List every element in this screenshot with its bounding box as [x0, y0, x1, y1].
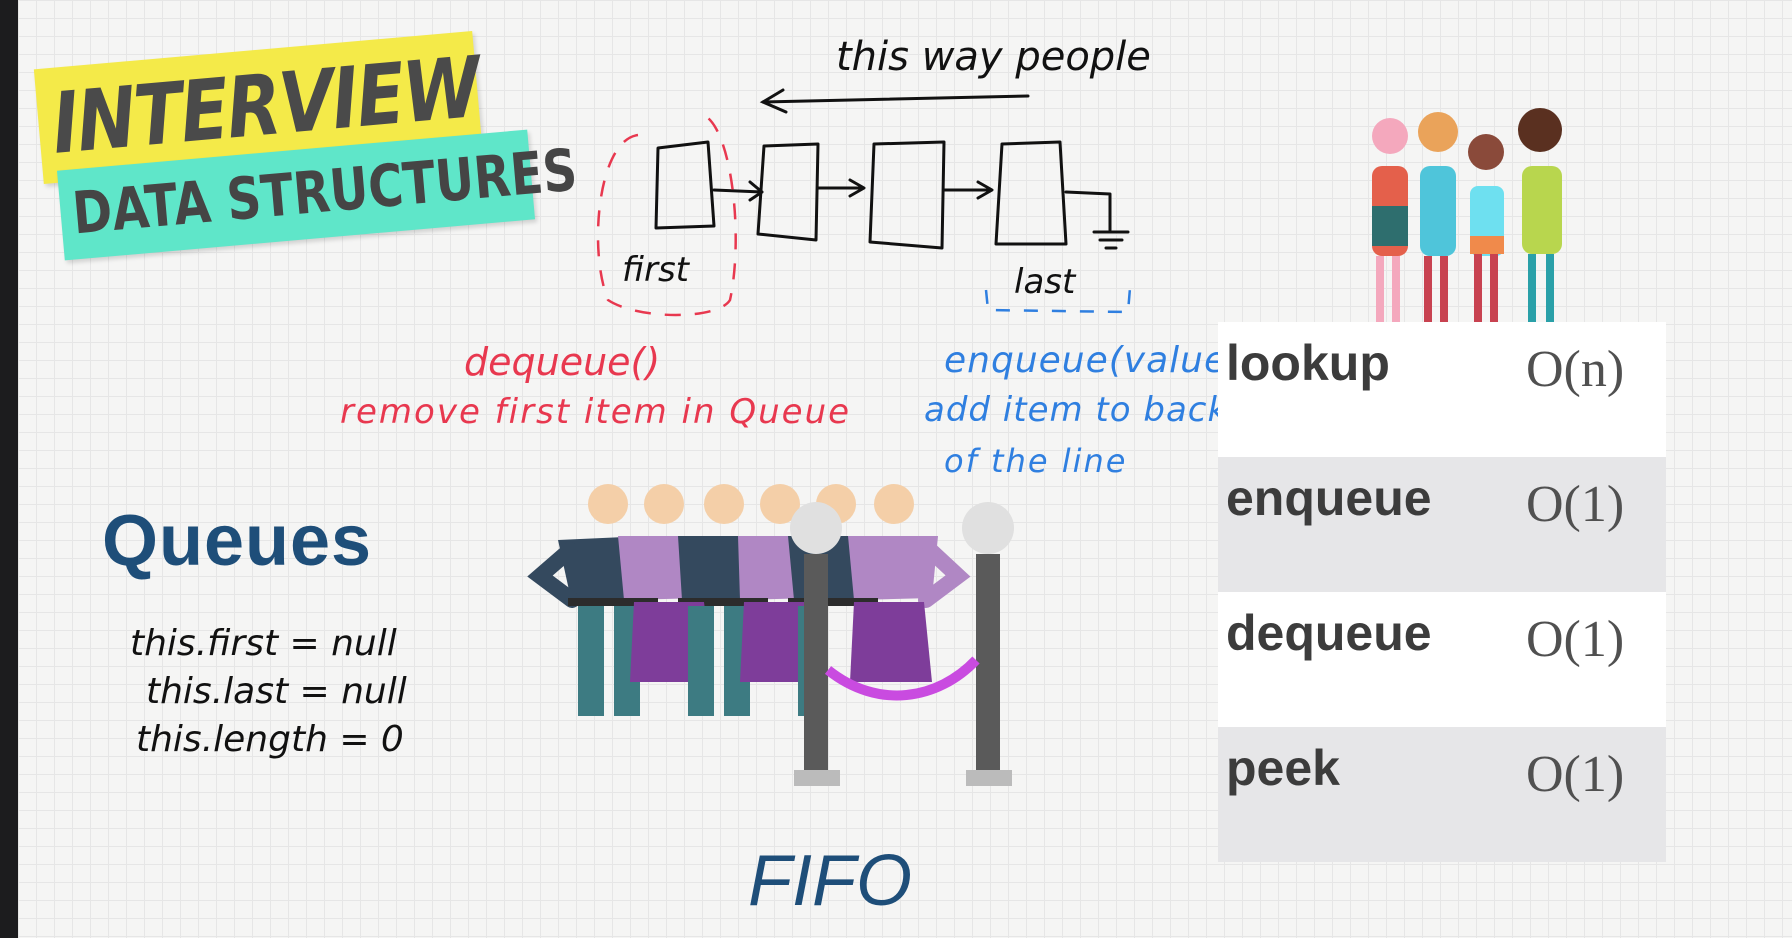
code-line-length: this.length = 0	[136, 719, 404, 760]
operation-name: enqueue	[1226, 470, 1432, 526]
operation-cost: O(1)	[1526, 746, 1625, 803]
operation-name: lookup	[1226, 335, 1390, 391]
direction-arrow	[759, 88, 1030, 114]
constructor-code: this.first = null this.last = null this.…	[130, 620, 407, 764]
enqueue-description-line2: of the line	[944, 442, 1128, 480]
queue-people	[527, 484, 971, 716]
complexity-table: lookup O(n) enqueue O(1) dequeue O(1) pe…	[1218, 322, 1666, 862]
last-highlight-dashed	[984, 287, 1132, 314]
operation-name: dequeue	[1226, 605, 1432, 661]
operation-name: peek	[1226, 740, 1340, 796]
queue-node-3	[868, 140, 946, 250]
last-label: last	[1014, 262, 1076, 302]
null-ground-icon	[1064, 190, 1130, 250]
operation-cost: O(1)	[1526, 611, 1625, 668]
page-title: Queues	[102, 501, 373, 581]
complexity-row-peek: peek O(1)	[1218, 727, 1666, 862]
link-arrow-2	[816, 178, 866, 198]
first-highlight-dashed	[596, 117, 737, 317]
queue-node-2	[756, 142, 820, 242]
complexity-row-enqueue: enqueue O(1)	[1218, 457, 1666, 592]
first-label: first	[622, 250, 689, 290]
slide-canvas: INTERVIEW DATA STRUCTURES this way peopl	[18, 0, 1792, 938]
enqueue-description-line1: add item to back	[924, 390, 1229, 430]
link-arrow-1	[712, 180, 764, 202]
operation-cost: O(n)	[1526, 341, 1625, 398]
queue-sketch	[596, 88, 1132, 317]
direction-note: this way people	[836, 34, 1151, 80]
code-line-last: this.last = null	[146, 671, 407, 712]
dequeue-description: remove first item in Queue	[340, 392, 852, 432]
code-line-first: this.first = null	[130, 623, 397, 664]
link-arrow-3	[942, 180, 994, 200]
complexity-row-lookup: lookup O(n)	[1218, 322, 1666, 457]
people-queue-illustration	[527, 484, 1014, 786]
fifo-label: FIFO	[748, 841, 912, 921]
complexity-row-dequeue: dequeue O(1)	[1218, 592, 1666, 727]
operation-cost: O(1)	[1526, 476, 1625, 533]
enqueue-call: enqueue(value)	[944, 340, 1243, 381]
queue-stanchions	[790, 502, 1014, 786]
queue-node-last	[994, 140, 1068, 246]
dequeue-call: dequeue()	[464, 340, 661, 384]
people-standing-illustration	[1372, 108, 1562, 326]
queue-node-first	[654, 140, 716, 230]
